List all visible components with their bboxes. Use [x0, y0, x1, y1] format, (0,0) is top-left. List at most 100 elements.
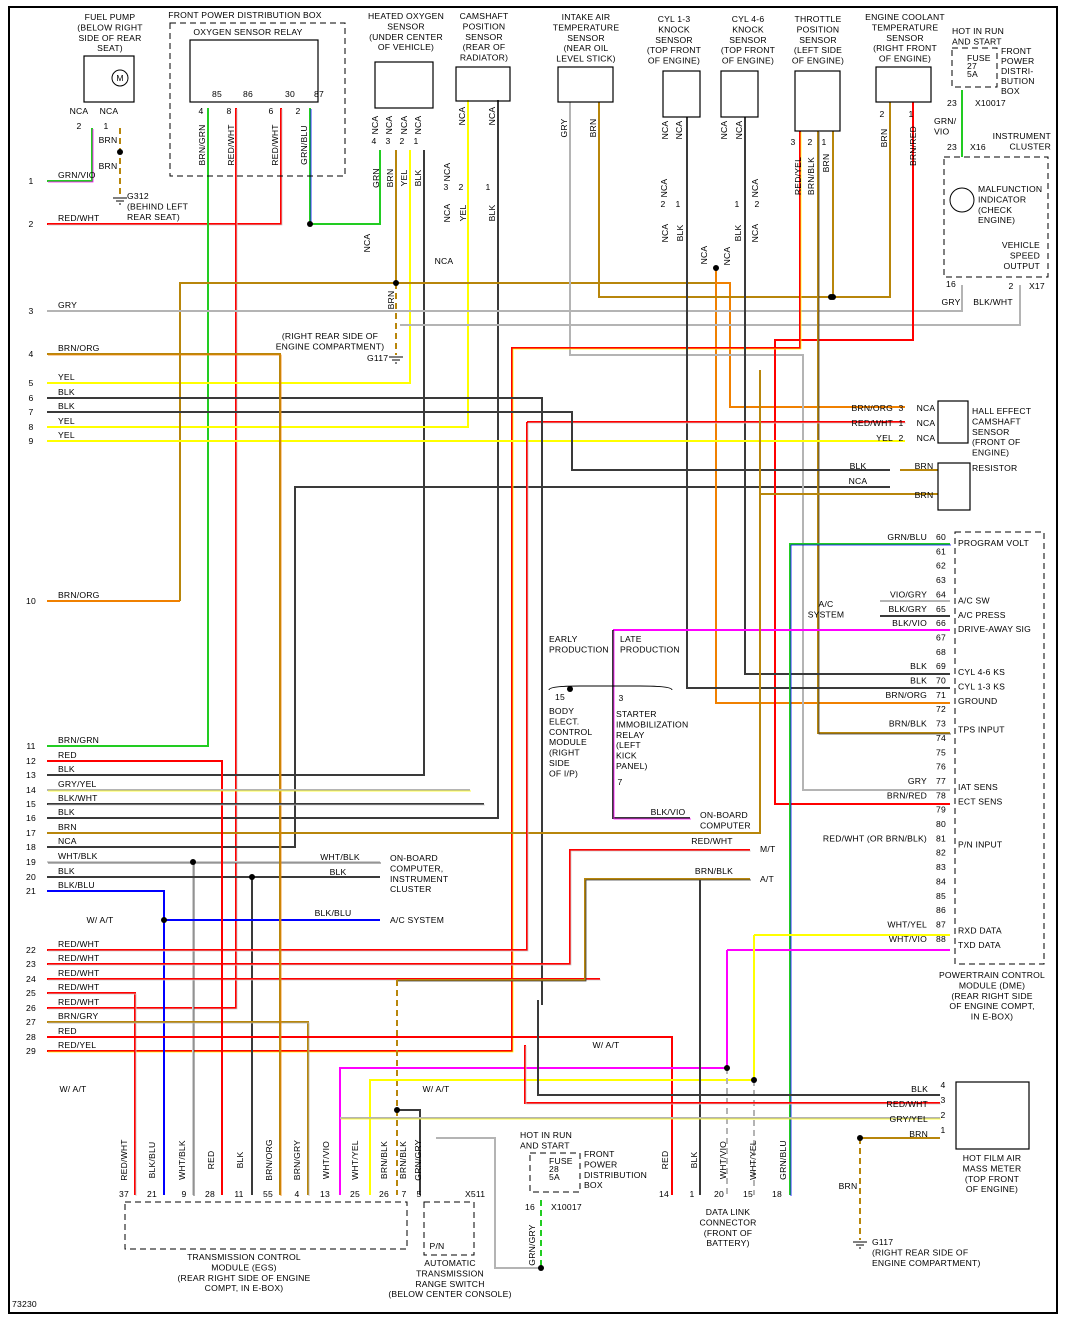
hall-effect-sensor-box — [937, 400, 969, 444]
label-line: PRODUCTION — [620, 644, 680, 654]
wire-brn — [179, 282, 716, 601]
pcm-pin-function: GROUND — [958, 696, 997, 706]
wire-red — [774, 102, 950, 805]
ho2s-nca-mid-label: NCA — [435, 256, 454, 266]
wire-number: 13 — [26, 770, 36, 780]
label-line: IN E-BOX) — [971, 1012, 1013, 1022]
fpdb-pins-3-label: 2 — [296, 106, 301, 116]
tps-pins-0-label: 3 — [791, 137, 796, 147]
range-switch-pn-label: P/N — [430, 1241, 445, 1251]
fuel-pump-box — [83, 55, 135, 103]
ks46-blk-label: BLK — [733, 225, 743, 242]
label-line: SENSOR — [729, 35, 767, 45]
wire-brn — [47, 370, 761, 834]
label-line: SIDE OF REAR — [78, 33, 141, 43]
tps-pins-2-label: 1 — [822, 137, 827, 147]
wire-blk — [47, 150, 425, 776]
range-switch-wires-0-label: BRN/BLK — [398, 1141, 408, 1179]
label-line: (REAR OF — [463, 42, 506, 52]
ho2s-nca-1-label: NCA — [384, 116, 394, 135]
ho2s-nca-3-label: NCA — [413, 116, 423, 135]
label-line: CYL 4-6 — [732, 14, 765, 24]
wire-number: 3 — [29, 306, 34, 316]
ks46-nca-4-label: NCA — [722, 247, 732, 266]
pcm-pin-function: A/C PRESS — [958, 610, 1006, 620]
fuse27-pin-label: 23 — [947, 98, 957, 108]
label-line: AUTOMATIC — [424, 1258, 476, 1268]
ho2s-pins-3-label: 1 — [414, 136, 419, 146]
label-line: VEHICLE — [1002, 240, 1040, 250]
label-line: OUTPUT — [1003, 261, 1040, 271]
wire-tracer — [48, 993, 137, 1196]
label-line: VIO — [934, 126, 950, 136]
wire-blk — [47, 397, 543, 1005]
label-line: TEMPERATURE — [553, 22, 620, 32]
label-line: (BELOW CENTER CONSOLE) — [388, 1289, 511, 1299]
label-line: (FRONT OF — [972, 437, 1020, 447]
label-line: ELECT. — [549, 716, 579, 726]
pcm-pin-wire: BLK/VIO — [892, 618, 927, 628]
ect-sensor-box — [875, 66, 932, 103]
splice-dot — [393, 280, 399, 286]
pcm-pin-number: 88 — [936, 934, 946, 944]
fpdb-title-label: FRONT POWER DISTRIBUTION BOX — [168, 10, 322, 20]
wire-number: 11 — [26, 741, 35, 751]
label-line: CAMSHAFT — [972, 416, 1021, 426]
label-line: AND START — [520, 1140, 570, 1150]
label-line: GRN/ — [934, 116, 957, 126]
tcm-wires-7-label: WHT/VIO — [321, 1141, 331, 1179]
pcm-pin-number: 80 — [936, 819, 946, 829]
pcm-pin-number: 82 — [936, 848, 946, 858]
wire-vio — [339, 950, 728, 1195]
pcm-pin-function: A/C SW — [958, 595, 990, 605]
fuel-pump-pin-a-label: 2 — [77, 121, 82, 131]
label-line: (REAR RIGHT SIDE — [951, 991, 1032, 1001]
heated-oxygen-sensor-box — [374, 61, 434, 109]
pcm-pin-number: 75 — [936, 747, 946, 757]
fuse28-pin-label: 16 — [525, 1202, 535, 1212]
pcm-pin-number: 73 — [936, 719, 946, 729]
resistor-brn-a-label: BRN — [915, 461, 934, 471]
wire-number: 20 — [26, 872, 36, 882]
wire-number: 17 — [26, 828, 36, 838]
label-line: (BEHIND LEFT — [127, 201, 189, 211]
ground-symbol-g312 — [113, 197, 127, 205]
wire-gry — [400, 285, 1021, 326]
label-line: (BELOW RIGHT — [77, 22, 143, 32]
ks13-nca-4-label: NCA — [699, 246, 709, 265]
g117-upper-id-label: G117 — [367, 353, 388, 363]
label-line: SPEED — [1010, 250, 1040, 260]
label-line: DISTRI- — [1001, 66, 1033, 76]
label-line: AND START — [952, 36, 1002, 46]
label-line: OF ENGINE) — [966, 1184, 1018, 1194]
tcm-wires-2-label: WHT/BLK — [177, 1140, 187, 1180]
label-line: BATTERY) — [706, 1238, 749, 1248]
fuel-pump-nca-a-label: NCA — [70, 106, 89, 116]
wire-blk — [686, 117, 950, 689]
iat-wires-1-label: BRN — [588, 119, 598, 138]
label-line: POSITION — [797, 24, 840, 34]
cluster-wire2-label: BLK/WHT — [973, 297, 1013, 307]
label-line: SENSOR — [387, 21, 425, 31]
outputs-wat-label: W/ A/T — [87, 915, 115, 925]
tcm-wires-1-label: BLK/BLU — [147, 1142, 157, 1179]
label-line: ON-BOARD — [390, 853, 438, 863]
wire-red-wht — [47, 108, 282, 225]
label-line: RADIATOR) — [460, 53, 508, 63]
label-line: FUSE — [967, 53, 991, 63]
dlc-wires-3-label: WHT/YEL — [748, 1140, 758, 1180]
tcm-pin-number: 4 — [295, 1189, 300, 1199]
ect-pins-0-label: 2 — [880, 109, 885, 119]
wire-color-label: BRN — [58, 822, 77, 832]
label-line: POWER — [1001, 56, 1034, 66]
wire-blu — [47, 890, 165, 1195]
label-line: SENSOR — [799, 35, 837, 45]
